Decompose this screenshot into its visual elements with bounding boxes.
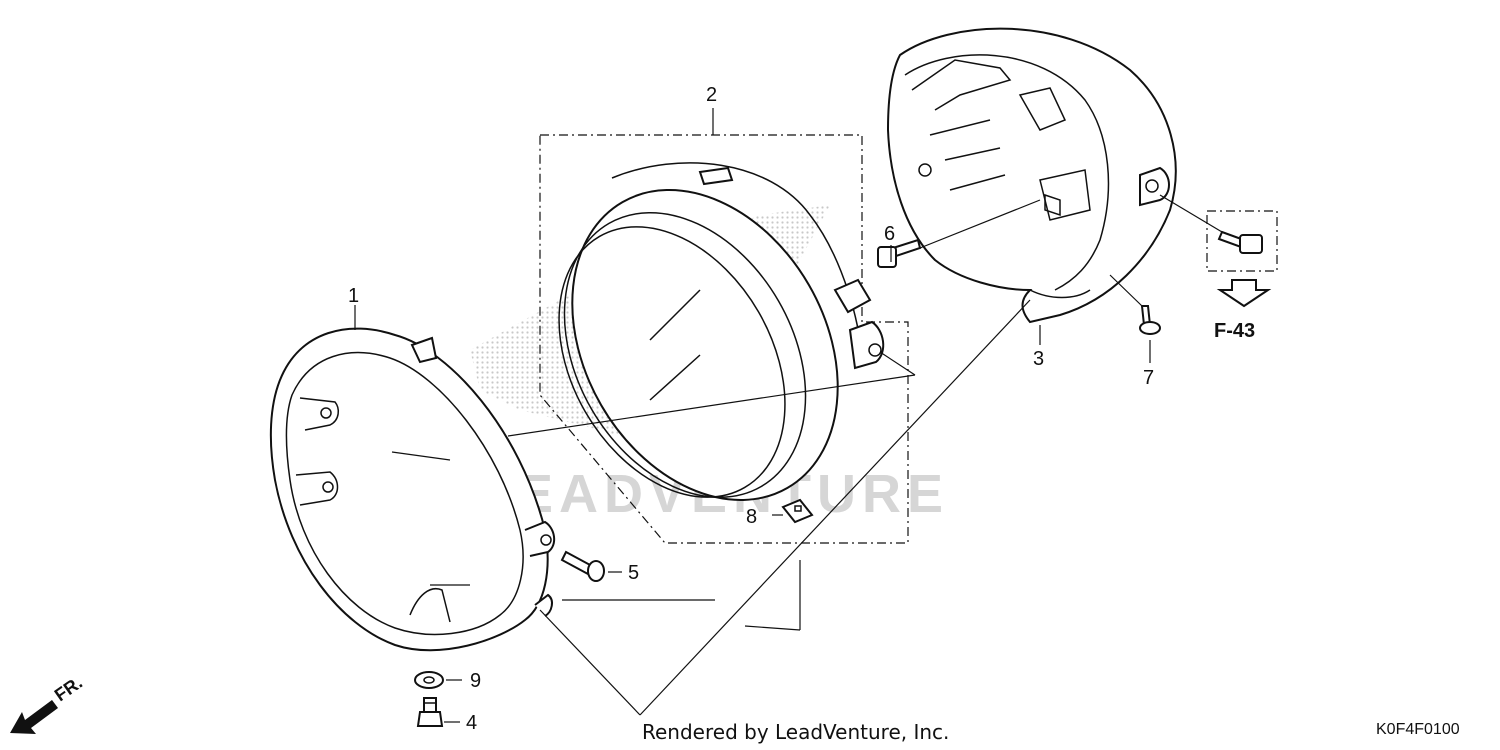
front-direction-arrow: [10, 700, 58, 734]
callout-1: 1: [348, 285, 359, 307]
callout-8: 8: [746, 506, 757, 528]
part-4-bolt: [416, 697, 444, 727]
callout-6: 6: [884, 223, 895, 245]
part-2-headlight-unit: [558, 162, 885, 501]
part-1-headlight-rim: [269, 327, 556, 652]
footer-credit: Rendered by LeadVenture, Inc.: [642, 720, 949, 744]
callout-3: 3: [1033, 348, 1044, 370]
callout-9: 9: [470, 670, 481, 692]
reference-arrow: [1216, 279, 1272, 308]
assembly-box-part-2: [539, 134, 909, 544]
reference-bolt-f43: [1217, 230, 1263, 254]
front-label: FR.: [51, 672, 86, 705]
callout-5: 5: [628, 562, 639, 584]
callout-7: 7: [1143, 367, 1154, 389]
callout-4: 4: [466, 712, 477, 734]
reference-label[interactable]: F-43: [1214, 320, 1255, 342]
callout-2: 2: [706, 84, 717, 106]
part-3-headlight-case: [886, 27, 1177, 324]
part-7-screw: [1139, 305, 1161, 335]
diagram-code: K0F4F0100: [1376, 721, 1460, 738]
reference-box-f43: [1206, 210, 1278, 272]
leader-lines: [354, 108, 1223, 723]
part-9-washer: [414, 671, 444, 689]
part-8-clip-nut: [781, 498, 814, 524]
part-5-screw: [560, 550, 605, 582]
